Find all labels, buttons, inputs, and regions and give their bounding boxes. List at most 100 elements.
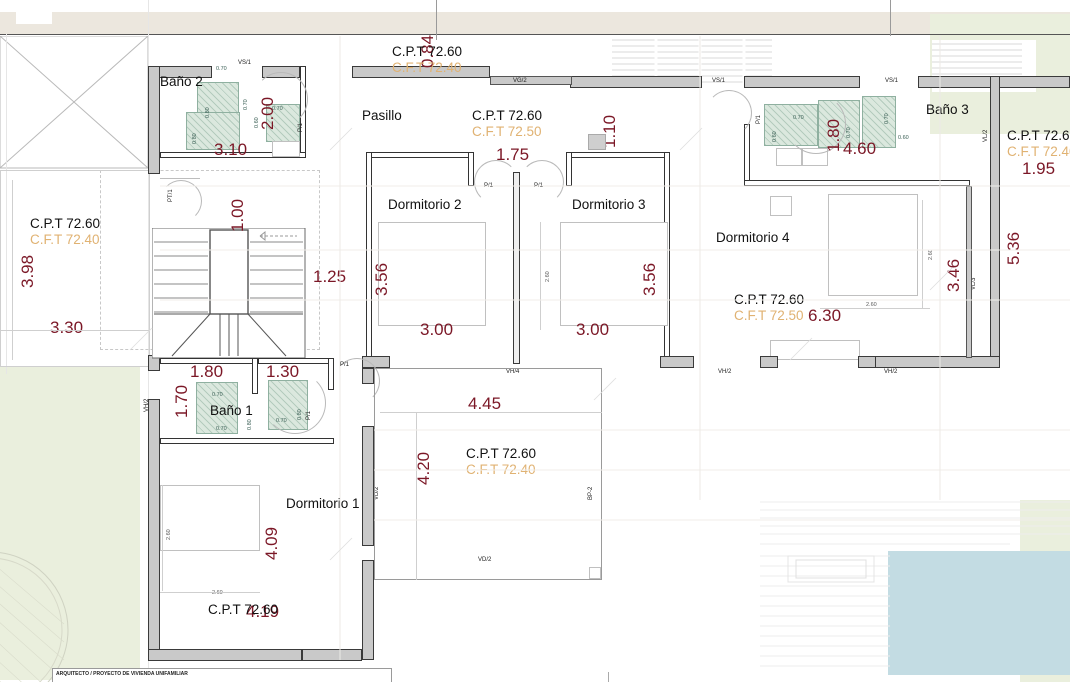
site-terrace-top: [0, 12, 1070, 34]
window-tag-vh2-b: VH/2: [884, 369, 898, 375]
level-cpt-dorm1: C.P.T 72.60: [208, 602, 279, 617]
bano3-shower-fixture: [862, 96, 896, 148]
dimension-6-30: 6.30: [808, 306, 842, 325]
exterior-wall-east-south: [860, 356, 1000, 368]
exterior-wall-east: [990, 76, 1000, 364]
dorm4-east-mullion: [966, 186, 972, 358]
fixture-dim-080b: 0.80: [247, 419, 253, 430]
level-cpt-west: C.P.T 72.60: [30, 216, 101, 231]
dorm2-door-swing: [474, 160, 518, 204]
south-wall-dorm-b: [660, 356, 694, 368]
site-top-white: [0, 0, 1070, 12]
window-tag-vh4: VH/4: [506, 369, 520, 375]
dimension-line-260a: [540, 222, 541, 330]
door-tag-p1-b: P/1: [484, 183, 494, 189]
fixture-dim-070e: 0.70: [793, 115, 804, 121]
dimension-1-95: 1.95: [1022, 159, 1056, 178]
dimension-3-00-a: 3.00: [420, 320, 454, 339]
bano2-bath-fixture: [186, 112, 240, 150]
garden-left: [0, 367, 140, 680]
level-cft-east: C.F.T 72.40: [1007, 144, 1070, 159]
door-tag-p1-f: P/1: [340, 362, 350, 368]
railing-tag-bp2-a: VD/2: [478, 557, 492, 563]
exterior-wall-south-east: [302, 649, 362, 661]
fixture-dim-260b: 2.60: [928, 249, 934, 260]
dorm3-bed: [560, 222, 668, 326]
dimension-1-25: 1.25: [313, 267, 347, 286]
bano3-wc-fixture: [818, 100, 860, 148]
title-block-text: ARQUITECTO / PROYECTO DE VIVIENDA UNIFAM…: [56, 671, 188, 677]
dimension-5-36: 5.36: [1004, 231, 1023, 265]
terrace-paving-hatch: [760, 501, 1070, 667]
title-block-divider: [608, 672, 609, 682]
exterior-wall-west-upper: [148, 66, 160, 174]
bano1-shower-fixture: [268, 380, 308, 430]
room-label-dormitorio2: Dormitorio 2: [388, 197, 462, 212]
level-cft-west: C.F.T 72.40: [30, 232, 100, 247]
site-grid-line: [0, 34, 1070, 35]
site-grid-line: [6, 34, 7, 374]
level-cpt-dorm4: C.P.T 72.60: [734, 292, 805, 307]
door-tag-p1-c: P/1: [534, 183, 544, 189]
dimension-line-409: [416, 412, 417, 580]
dorm1-wall-east-b: [362, 426, 374, 546]
dimension-line-445: [380, 412, 602, 413]
window-tag-vg2: VG/2: [513, 78, 527, 84]
dimension-line-260c: [820, 308, 930, 309]
door-tag-p1-a: P/1: [298, 122, 304, 132]
stair-door-swing: [160, 180, 202, 222]
dimension-line-260d: [162, 485, 163, 591]
dorm3-wall-north: [566, 152, 670, 158]
bano3-bath-fixture: [764, 104, 818, 146]
bano2-wall-south: [160, 152, 306, 158]
dorm4-bed: [828, 194, 918, 296]
fixture-dim-060c: 0.60: [898, 135, 909, 141]
bano1-bath-fixture: [196, 382, 238, 434]
dimension-4-60: 4.60: [843, 139, 877, 158]
dimension-4-09: 4.20: [414, 451, 433, 485]
window-tag-vl2: VL/2: [983, 129, 989, 142]
level-cpt-east: C.P.T 72.60: [1007, 128, 1070, 143]
fixture-dim-070f: 0.70: [884, 113, 890, 124]
window-tag-vd2-a: VH/2: [144, 398, 150, 412]
level-cft-dorm4: C.F.T 72.50: [734, 308, 804, 323]
bano1-wall-mid: [252, 358, 258, 394]
bano1-wall-east: [328, 358, 334, 390]
room-label-bano2: Baño 2: [160, 74, 203, 89]
plot-void-top-left: [0, 36, 149, 169]
exterior-wall-north-return: [490, 76, 572, 85]
dimension-1-75: 1.75: [496, 145, 530, 164]
fixture-dim-070h: 0.70: [212, 392, 223, 398]
dorm3-door-swing: [520, 160, 564, 204]
exterior-wall-north-b: [352, 66, 490, 78]
level-cft-pasillo: C.F.T 72.50: [472, 124, 542, 139]
room-label-dormitorio4: Dormitorio 4: [716, 230, 790, 245]
dimension-3-98: 3.98: [18, 254, 37, 288]
dorm4-nightstand: [770, 196, 792, 216]
fixture-dim-060b: 0.60: [772, 131, 778, 142]
dimension-3-10: 3.10: [214, 140, 248, 159]
room-label-bano1: Baño 1: [210, 403, 253, 418]
fixture-dim-070a: 0.70: [216, 66, 227, 72]
site-plot-line: [0, 170, 150, 367]
window-tag-vs1-c: VS/1: [885, 78, 899, 84]
dorm2-wall-west: [366, 152, 372, 364]
fixture-dim-260c: 2.60: [866, 302, 877, 308]
south-wall-dorm-c: [760, 356, 778, 368]
level-cpt-pasillo: C.P.T 72.60: [472, 108, 543, 123]
fixture-dim-260a: 2.60: [545, 271, 551, 282]
railing-tag-bp2-b: BP-2: [588, 486, 594, 500]
dorm4-terrace-door: [770, 340, 860, 360]
dimension-1-80: 1.80: [824, 118, 843, 152]
dimension-2-00: 2.00: [258, 96, 277, 130]
fixture-dim-070j: 0.70: [276, 418, 287, 424]
fixture-dim-060a: 0.60: [254, 117, 260, 128]
dimension-line-330: [0, 330, 150, 331]
door-tag-p1-d: P/1: [756, 114, 762, 124]
level-cpt-top-left: C.P.T 72.60: [392, 44, 463, 59]
dimension-line-260b: [922, 200, 923, 308]
level-cft-top-left: C.F.T 72.40: [392, 60, 462, 75]
bano3-entry-door-swing: [706, 90, 752, 136]
dimension-3-56-b: 3.56: [640, 262, 659, 296]
